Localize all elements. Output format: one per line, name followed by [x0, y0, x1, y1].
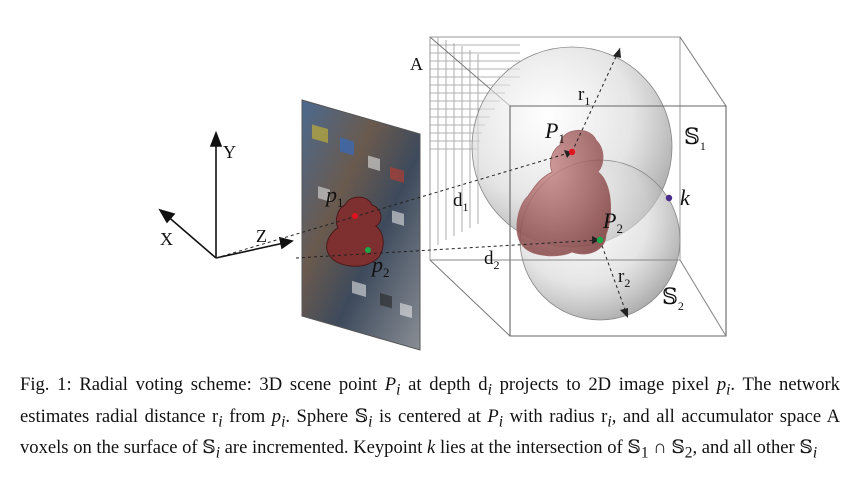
pixel-2-marker [365, 247, 371, 253]
ray-to-point-1 [215, 151, 573, 259]
z-axis-label: Z [256, 226, 267, 246]
sphere-1-label: 𝕊1 [684, 124, 706, 153]
x-axis-line [164, 213, 217, 259]
sphere-2-label: 𝕊2 [662, 284, 684, 313]
figure-caption: Fig. 1: Radial voting scheme: 3D scene p… [20, 374, 841, 463]
pixel-2-label: p2 [370, 252, 390, 280]
radius-1-line [571, 47, 621, 153]
x-axis-label: X [160, 229, 173, 249]
ray-to-point-2 [295, 239, 601, 259]
z-axis-arrowhead [278, 236, 294, 250]
point-1-marker [568, 148, 576, 156]
radius-1-label: r1 [578, 84, 590, 108]
coordinate-axes [158, 130, 294, 259]
y-axis-arrowhead [209, 130, 223, 147]
object-3d-model [516, 130, 611, 257]
y-axis-label: Y [223, 142, 236, 162]
accumulator-label: A [410, 54, 423, 74]
depth-2-label: d2 [484, 248, 500, 272]
pixel-1-label: p1 [324, 182, 344, 210]
radius-arrowheads [564, 48, 628, 318]
point-2-label: P2 [602, 208, 623, 236]
z-axis-line [215, 242, 285, 259]
x-axis-arrowhead [158, 208, 176, 224]
keypoint-label: k [680, 185, 691, 210]
point-2-marker [596, 236, 604, 244]
radius-2-line [599, 239, 629, 319]
voxel-grid [430, 37, 520, 245]
radius-2-label: r2 [618, 266, 630, 290]
radial-voting-diagram: Y X Z [158, 36, 727, 351]
keypoint-marker [665, 194, 673, 202]
pixel-1-marker [352, 213, 358, 219]
point-1-label: P1 [544, 118, 565, 146]
projection-rays [215, 47, 629, 319]
caption-fig-label: Fig. 1: [20, 374, 72, 395]
image-plane [301, 99, 421, 351]
depth-1-label: d1 [453, 190, 469, 214]
